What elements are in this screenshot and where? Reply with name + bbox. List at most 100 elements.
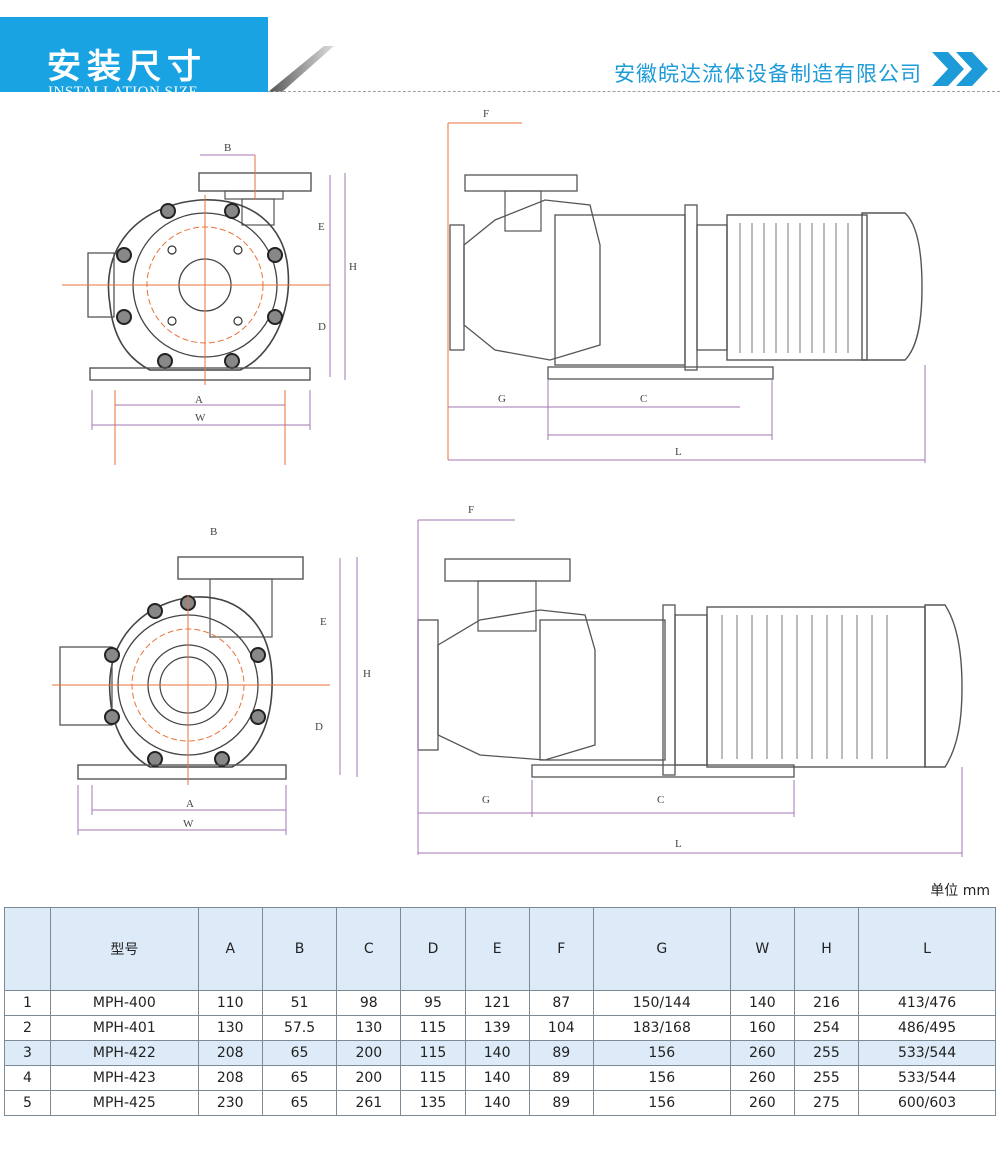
installation-drawings: B E H D A W [52,108,963,857]
column-header: A [197,907,263,991]
dim-label-c-1: C [640,393,647,405]
dim-label-l-2: L [675,838,682,850]
column-header: 型号 [50,907,199,991]
column-header: W [729,907,795,991]
table-cell: 255 [793,1065,860,1091]
table-cell: 57.5 [261,1015,338,1041]
table-cell: 156 [592,1040,731,1066]
table-cell: 65 [261,1065,338,1091]
page-header: 安装尺寸 INSTALLATION SIZE 安徽皖达流体设备制造有限公司 [0,0,1000,100]
double-chevron-right-icon [932,52,988,86]
table-cell: 130 [197,1015,263,1041]
table-cell: 255 [793,1040,860,1066]
table-cell: 110 [197,990,263,1016]
table-cell: 156 [592,1065,731,1091]
dim-label-c-2: C [657,794,664,806]
column-header: B [261,907,338,991]
dim-label-f-1: F [483,108,489,120]
column-header: D [400,907,466,991]
table-cell: 230 [197,1090,263,1116]
dim-label-d-2: D [315,721,323,733]
dim-label-g-2: G [482,794,490,806]
table-cell: 275 [793,1090,860,1116]
dim-label-h-2: H [363,668,371,680]
dim-label-b-2: B [210,526,217,538]
table-cell: 115 [400,1065,466,1091]
table-cell: 533/544 [858,1065,996,1091]
company-name: 安徽皖达流体设备制造有限公司 [614,62,922,86]
row-index-cell: 2 [4,1015,51,1041]
table-cell: 260 [729,1040,795,1066]
dim-label-e-1: E [318,221,325,233]
column-header: G [592,907,731,991]
column-header: H [793,907,860,991]
front-view-bottom [52,556,358,835]
table-cell: 183/168 [592,1015,731,1041]
side-view-bottom [417,519,963,857]
table-cell: 65 [261,1040,338,1066]
table-cell: 413/476 [858,990,996,1016]
table-cell: 135 [400,1090,466,1116]
column-header: E [464,907,530,991]
header-divider [268,91,1000,92]
table-cell: 200 [336,1065,402,1091]
row-index-cell: 5 [4,1090,51,1116]
table-cell: 260 [729,1090,795,1116]
table-cell: 140 [729,990,795,1016]
column-header: L [858,907,996,991]
table-cell: 89 [528,1040,594,1066]
table-cell: 216 [793,990,860,1016]
table-cell: 121 [464,990,530,1016]
table-cell: 600/603 [858,1090,996,1116]
dim-label-w-2: W [183,818,194,830]
dim-label-e-2: E [320,616,327,628]
table-cell: 156 [592,1090,731,1116]
table-cell: 200 [336,1040,402,1066]
table-cell: 95 [400,990,466,1016]
table-cell: 486/495 [858,1015,996,1041]
table-cell: 51 [261,990,338,1016]
table-cell: MPH-400 [50,990,199,1016]
table-cell: 115 [400,1040,466,1066]
table-cell: 160 [729,1015,795,1041]
table-cell: 208 [197,1040,263,1066]
table-cell: 260 [729,1065,795,1091]
side-view-top [447,122,926,463]
dim-label-l-1: L [675,446,682,458]
table-cell: 139 [464,1015,530,1041]
table-cell: MPH-425 [50,1090,199,1116]
section-title: 安装尺寸 [47,47,207,87]
table-cell: MPH-422 [50,1040,199,1066]
row-index-cell: 1 [4,990,51,1016]
column-header: F [528,907,594,991]
dim-label-b-1: B [224,142,231,154]
column-header-index [4,907,51,991]
table-cell: MPH-423 [50,1065,199,1091]
table-cell: 89 [528,1065,594,1091]
table-cell: 98 [336,990,402,1016]
table-cell: 261 [336,1090,402,1116]
table-cell: MPH-401 [50,1015,199,1041]
dim-label-h-1: H [349,261,357,273]
table-cell: 104 [528,1015,594,1041]
section-subtitle: INSTALLATION SIZE [48,84,199,100]
dim-label-w-1: W [195,412,206,424]
column-header: C [336,907,402,991]
table-cell: 533/544 [858,1040,996,1066]
table-cell: 140 [464,1040,530,1066]
dim-label-g-1: G [498,393,506,405]
table-cell: 65 [261,1090,338,1116]
table-cell: 115 [400,1015,466,1041]
dim-label-d-1: D [318,321,326,333]
table-cell: 208 [197,1065,263,1091]
table-cell: 130 [336,1015,402,1041]
table-cell: 89 [528,1090,594,1116]
